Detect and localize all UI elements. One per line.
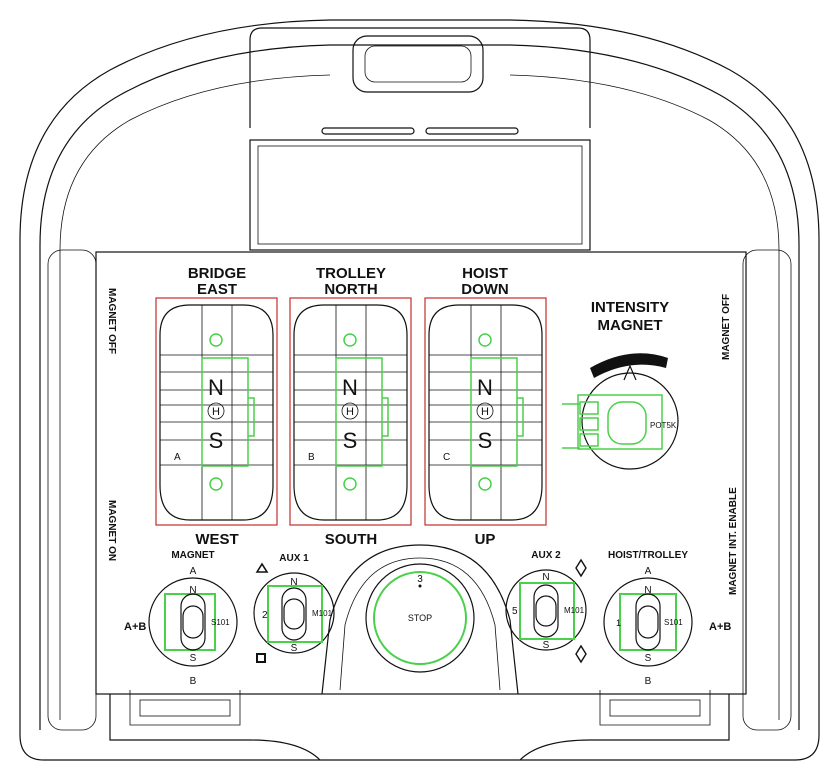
- svg-text:B: B: [190, 676, 197, 687]
- hoist-label: HOIST: [462, 265, 508, 282]
- intensity-label: INTENSITY: [591, 299, 669, 316]
- svg-text:A+B: A+B: [709, 621, 731, 633]
- joystick-c-s: S: [478, 428, 493, 453]
- aux2-selector[interactable]: AUX 2 N S 5 M101: [505, 550, 587, 664]
- joystick-a-s: S: [209, 428, 224, 453]
- svg-text:S: S: [291, 643, 298, 654]
- warning-icon: [255, 562, 269, 573]
- aux2-title: AUX 2: [531, 550, 561, 561]
- square-icon: [256, 653, 266, 663]
- intensity-knob[interactable]: POT5K: [562, 353, 679, 470]
- svg-text:5: 5: [512, 606, 518, 617]
- stop-button[interactable]: 3 STOP: [365, 563, 475, 673]
- trolley-label: TROLLEY: [316, 265, 386, 282]
- magnet-selector[interactable]: MAGNET A N S S101 A+B B: [124, 550, 238, 687]
- svg-text:N: N: [189, 585, 196, 596]
- hoist-trolley-title: HOIST/TROLLEY: [608, 550, 688, 561]
- svg-text:3: 3: [417, 574, 423, 585]
- svg-text:S: S: [190, 653, 197, 664]
- svg-text:M101: M101: [312, 609, 333, 618]
- svg-text:M101: M101: [564, 606, 585, 615]
- aux1-title: AUX 1: [279, 553, 309, 564]
- magnet-selector-title: MAGNET: [171, 550, 214, 561]
- magnet-off-left-label: MAGNET OFF: [106, 288, 117, 354]
- svg-text:A: A: [190, 566, 197, 577]
- joystick-trolley[interactable]: H N S B: [289, 297, 412, 526]
- joystick-b-letter: B: [308, 452, 315, 463]
- joystick-c-n: N: [477, 375, 493, 400]
- joystick-b-n: N: [342, 375, 358, 400]
- bridge-label: BRIDGE: [188, 265, 246, 282]
- diamond-up-icon: [575, 558, 587, 578]
- joystick-b-s: S: [343, 428, 358, 453]
- west-label: WEST: [195, 531, 238, 548]
- svg-text:A: A: [645, 566, 652, 577]
- east-label: EAST: [197, 281, 237, 298]
- svg-text:N: N: [290, 577, 297, 588]
- up-label: UP: [475, 531, 496, 548]
- joystick-c-letter: C: [443, 452, 450, 463]
- north-label: NORTH: [324, 281, 377, 298]
- diamond-down-icon: [575, 644, 587, 664]
- svg-text:2: 2: [262, 610, 268, 621]
- stop-label: STOP: [408, 613, 432, 623]
- housing: [19, 19, 820, 761]
- hoist-trolley-selector[interactable]: HOIST/TROLLEY A N S 1 S101 A+B B: [603, 550, 731, 687]
- joystick-bridge[interactable]: H N S A: [155, 297, 278, 526]
- magnet-on-left-label: MAGNET ON: [106, 500, 117, 561]
- svg-text:S: S: [645, 653, 652, 664]
- svg-text:S101: S101: [664, 618, 683, 627]
- aux1-selector[interactable]: AUX 1 N S 2 M101: [253, 553, 335, 663]
- south-label: SOUTH: [325, 531, 378, 548]
- svg-text:N: N: [644, 585, 651, 596]
- pot-part-label: POT5K: [650, 421, 677, 430]
- svg-text:N: N: [542, 572, 549, 583]
- magnet-label: MAGNET: [598, 317, 663, 334]
- joystick-a-letter: A: [174, 452, 181, 463]
- svg-text:H: H: [481, 406, 489, 418]
- joystick-a-n: N: [208, 375, 224, 400]
- svg-text:1: 1: [616, 618, 621, 628]
- svg-text:S: S: [543, 640, 550, 651]
- svg-text:A+B: A+B: [124, 621, 146, 633]
- magnet-int-enable-label: MAGNET INT. ENABLE: [728, 487, 739, 595]
- down-label: DOWN: [461, 281, 509, 298]
- magnet-off-right-label: MAGNET OFF: [721, 294, 732, 360]
- svg-text:S101: S101: [211, 618, 230, 627]
- svg-text:B: B: [645, 676, 652, 687]
- joystick-hoist[interactable]: H N S C: [424, 297, 547, 526]
- svg-text:H: H: [346, 406, 354, 418]
- svg-text:H: H: [212, 406, 220, 418]
